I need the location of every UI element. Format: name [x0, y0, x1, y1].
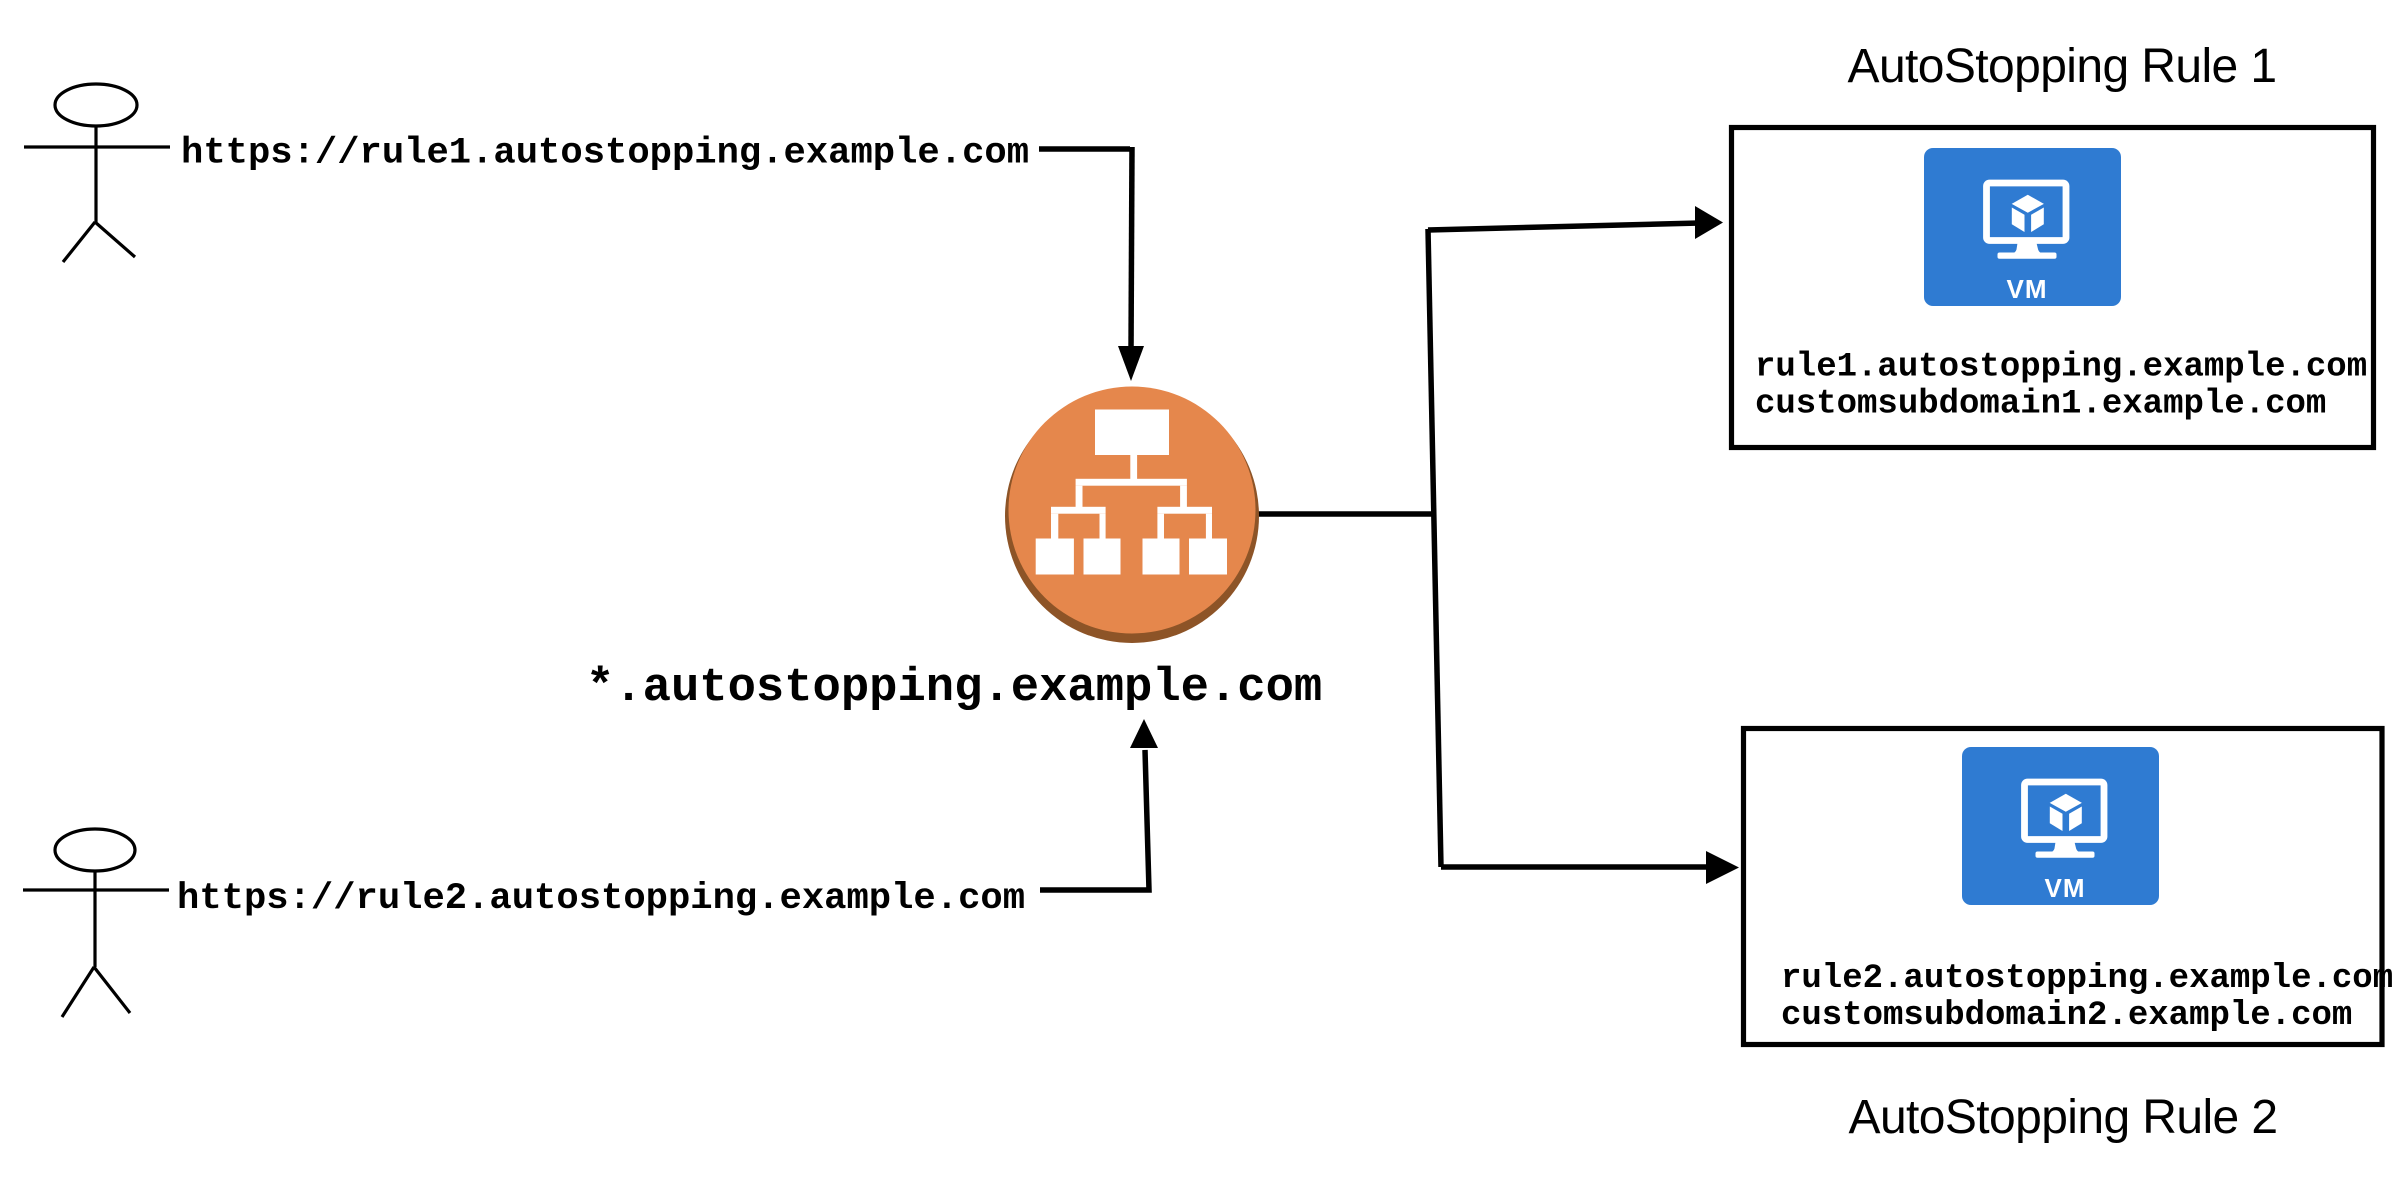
svg-text:https://rule1.autostopping.exa: https://rule1.autostopping.example.com: [181, 133, 1029, 175]
svg-text:AutoStopping Rule 1: AutoStopping Rule 1: [1848, 40, 2277, 93]
svg-text:rule2.autostopping.example.com: rule2.autostopping.example.com: [1781, 960, 2393, 998]
svg-text:customsubdomain2.example.com: customsubdomain2.example.com: [1781, 997, 2352, 1035]
svg-text:AutoStopping Rule 2: AutoStopping Rule 2: [1849, 1091, 2278, 1144]
svg-text:customsubdomain1.example.com: customsubdomain1.example.com: [1755, 386, 2326, 424]
svg-text:rule1.autostopping.example.com: rule1.autostopping.example.com: [1755, 349, 2367, 387]
svg-text:*.autostopping.example.com: *.autostopping.example.com: [586, 662, 1322, 715]
svg-text:https://rule2.autostopping.exa: https://rule2.autostopping.example.com: [177, 878, 1025, 920]
